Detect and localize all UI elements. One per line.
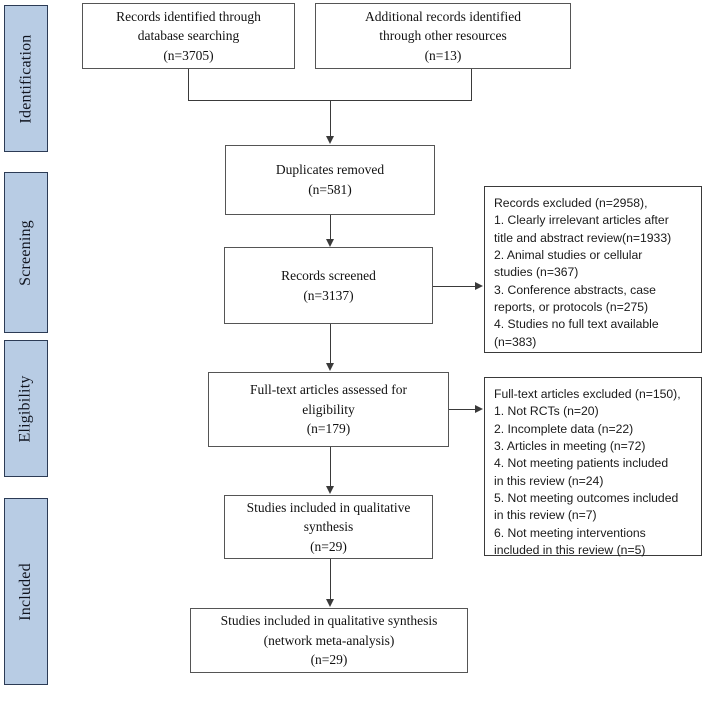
exclusion-reason-line: 2. Animal studies or cellular xyxy=(494,247,643,262)
arrowhead-to-studies-qualitative xyxy=(326,486,334,494)
stage-label-included-text: Included xyxy=(17,562,35,621)
exclusion-reason-line: title and abstract review(n=1933) xyxy=(494,230,672,245)
exclusion-box-records-excluded-heading: Records excluded (n=2958), xyxy=(494,196,648,210)
exclusion-reason-line: reports, or protocols (n=275) xyxy=(494,299,649,314)
exclusion-reason-line: 4. Not meeting patients included xyxy=(494,456,669,471)
stage-label-included: Included xyxy=(4,498,48,685)
flow-box-additional-records-other: Additional records identified through ot… xyxy=(315,3,571,69)
exclusion-box-fulltext-excluded-heading: Full-text articles excluded (n=150), xyxy=(494,387,681,401)
flow-box-records-screened-line1: Records screened xyxy=(281,267,376,283)
arrowhead-to-fulltext-excluded xyxy=(475,405,483,413)
flow-box-fulltext-assessed-line1: Full-text articles assessed for xyxy=(249,382,408,398)
flow-box-records-identified-database-line1: Records identified through xyxy=(116,8,261,24)
flow-box-records-identified-database-line2: database searching xyxy=(137,28,240,44)
exclusion-reason-line: in this review (n=7) xyxy=(494,508,597,523)
flow-box-studies-network-meta-line3: (n=29) xyxy=(310,652,348,668)
flow-box-studies-qualitative-line1: Studies included in qualitative xyxy=(246,499,411,515)
flow-box-fulltext-assessed: Full-text articles assessed for eligibil… xyxy=(208,372,449,447)
arrowhead-to-fulltext-assessed xyxy=(326,363,334,371)
stage-label-eligibility: Eligibility xyxy=(4,340,48,477)
exclusion-reason-line: 3. Articles in meeting (n=72) xyxy=(494,438,646,453)
flow-box-studies-qualitative-line2: synthesis xyxy=(303,519,354,535)
connector-screened-to-excluded xyxy=(433,286,476,287)
flow-box-records-screened: Records screened (n=3137) xyxy=(224,247,433,324)
stage-label-eligibility-text: Eligibility xyxy=(17,374,34,443)
exclusion-box-fulltext-excluded: Full-text articles excluded (n=150), 1. … xyxy=(484,377,702,557)
connector-studies-to-network xyxy=(330,559,331,600)
exclusion-reason-line: 6. Not meeting interventions xyxy=(494,525,646,540)
flow-box-records-identified-database: Records identified through database sear… xyxy=(82,3,295,69)
flow-box-fulltext-assessed-line2: eligibility xyxy=(302,401,355,417)
exclusion-reason-line: 1. Clearly irrelevant articles after xyxy=(494,213,669,228)
exclusion-reason-line: 5. Not meeting outcomes included xyxy=(494,490,679,505)
stage-label-screening-text: Screening xyxy=(17,219,34,286)
stage-label-identification: Identification xyxy=(4,5,48,152)
exclusion-reason-line: in this review (n=24) xyxy=(494,473,604,488)
flow-box-studies-network-meta-line2: (network meta-analysis) xyxy=(263,632,395,648)
flow-box-records-identified-database-line3: (n=3705) xyxy=(163,47,214,63)
arrowhead-to-records-screened xyxy=(326,239,334,247)
arrowhead-to-studies-network-meta xyxy=(326,599,334,607)
connector-merge-to-duplicates xyxy=(330,100,331,137)
exclusion-reason-line: 4. Studies no full text available xyxy=(494,317,659,332)
flow-box-additional-records-other-line1: Additional records identified xyxy=(365,8,521,24)
flow-box-records-screened-line2: (n=3137) xyxy=(303,287,354,303)
flow-box-duplicates-removed-line1: Duplicates removed xyxy=(275,162,385,178)
flow-box-duplicates-removed-line2: (n=581) xyxy=(308,182,352,197)
flow-box-additional-records-other-line2: through other resources xyxy=(379,28,507,44)
flow-box-studies-qualitative-line3: (n=29) xyxy=(310,538,347,554)
flow-box-studies-network-meta: Studies included in qualitative synthesi… xyxy=(190,608,468,673)
exclusion-reason-line: studies (n=367) xyxy=(494,265,579,280)
connector-fulltext-to-studies xyxy=(330,447,331,487)
exclusion-reason-line: 3. Conference abstracts, case xyxy=(494,282,656,297)
arrowhead-to-duplicates xyxy=(326,136,334,144)
connector-fulltext-to-excluded xyxy=(449,409,476,410)
stage-label-screening: Screening xyxy=(4,172,48,333)
connector-box2-down xyxy=(471,69,472,100)
exclusion-reason-line: 2. Incomplete data (n=22) xyxy=(494,421,634,436)
flow-box-studies-network-meta-line1: Studies included in qualitative synthesi… xyxy=(220,613,438,629)
connector-duplicates-to-screened xyxy=(330,215,331,240)
stage-label-identification-text: Identification xyxy=(17,34,34,123)
arrowhead-to-records-excluded xyxy=(475,282,483,290)
exclusion-reason-line: (n=383) xyxy=(494,334,537,349)
exclusion-box-records-excluded: Records excluded (n=2958), 1. Clearly ir… xyxy=(484,186,702,353)
flow-box-studies-qualitative: Studies included in qualitative synthesi… xyxy=(224,495,433,559)
flow-box-fulltext-assessed-line3: (n=179) xyxy=(306,421,351,437)
flow-box-additional-records-other-line3: (n=13) xyxy=(424,47,462,63)
exclusion-reason-line: included in this review (n=5) xyxy=(494,542,646,557)
connector-box1-down xyxy=(188,69,189,100)
connector-screened-to-fulltext xyxy=(330,324,331,364)
flow-box-duplicates-removed: Duplicates removed (n=581) xyxy=(225,145,435,215)
exclusion-reason-line: 1. Not RCTs (n=20) xyxy=(494,404,599,419)
